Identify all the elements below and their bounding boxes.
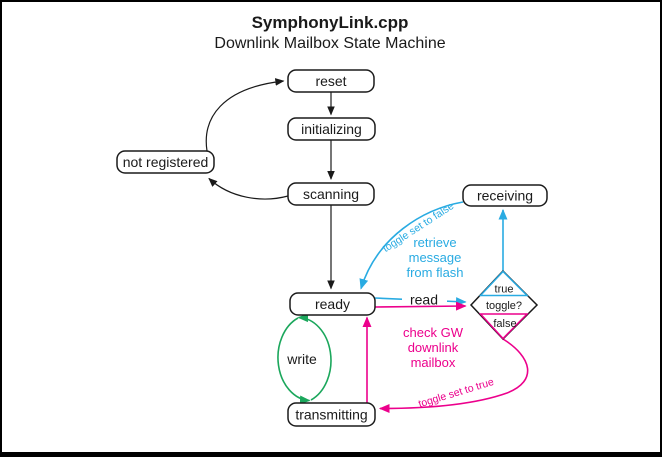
arrow-scanning-to-not-registered <box>208 177 289 200</box>
edge-label-check-mailbox: check GW downlink mailbox <box>403 325 464 370</box>
diagram-title: SymphonyLink.cpp <box>252 13 409 32</box>
state-receiving: receiving <box>462 184 548 207</box>
arrow-ready-read-magenta <box>374 301 467 311</box>
state-transmitting-label: transmitting <box>295 407 367 423</box>
decision-false-label: false <box>493 318 516 330</box>
check-line-2: downlink <box>408 340 459 355</box>
edge-label-toggle-set-to-true: toggle set to true <box>417 376 495 410</box>
state-ready-label: ready <box>315 296 350 312</box>
diagram-subtitle: Downlink Mailbox State Machine <box>214 35 445 52</box>
state-initializing-label: initializing <box>301 121 362 137</box>
arrow-receiving-to-ready <box>359 201 464 290</box>
retrieve-line-1: retrieve <box>413 235 456 250</box>
decision-toggle: true toggle? false <box>469 269 539 341</box>
state-not-registered-box <box>116 150 215 174</box>
state-transmitting: transmitting <box>287 402 376 427</box>
state-scanning-box <box>287 182 375 206</box>
state-transmitting-box <box>287 402 376 427</box>
arrow-not-registered-to-reset <box>205 78 285 152</box>
state-initializing-box <box>287 117 376 141</box>
state-reset: reset <box>287 69 375 93</box>
arrow-write-loop-down <box>277 317 311 405</box>
state-scanning: scanning <box>287 182 375 206</box>
check-line-3: mailbox <box>411 355 456 370</box>
edge-label-write: write <box>286 351 317 367</box>
state-ready: ready <box>289 292 376 316</box>
check-line-1: check GW <box>403 325 464 340</box>
state-receiving-box <box>462 184 548 207</box>
decision-false-section <box>478 313 529 340</box>
edge-label-retrieve-message: retrieve message from flash <box>406 235 463 280</box>
state-not-registered-label: not registered <box>123 154 209 170</box>
arrow-write-loop-up <box>297 313 332 401</box>
state-scanning-label: scanning <box>303 186 359 202</box>
retrieve-line-2: message <box>409 250 462 265</box>
state-receiving-label: receiving <box>477 188 533 204</box>
state-reset-label: reset <box>315 73 346 89</box>
state-initializing: initializing <box>287 117 376 141</box>
retrieve-line-3: from flash <box>406 265 463 280</box>
read-label-backdrop <box>402 292 447 305</box>
decision-question-label: toggle? <box>486 300 522 312</box>
arrow-toggle-false-to-transmitting <box>378 338 529 413</box>
decision-true-section <box>478 270 529 297</box>
decision-true-label: true <box>495 284 514 296</box>
edge-label-read: read <box>410 292 438 308</box>
state-ready-box <box>289 292 376 316</box>
state-reset-box <box>287 69 375 93</box>
state-machine-diagram: SymphonyLink.cpp Downlink Mailbox State … <box>116 13 548 427</box>
state-not-registered: not registered <box>116 150 215 174</box>
